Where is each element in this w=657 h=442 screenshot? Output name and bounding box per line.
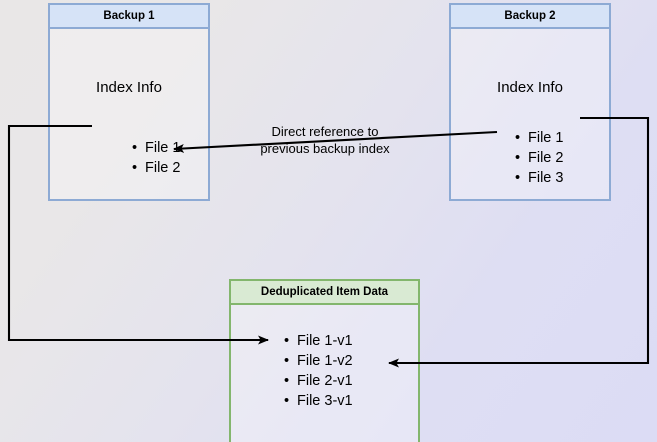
list-item: • File 2 xyxy=(132,158,181,178)
list-item: • File 3-v1 xyxy=(284,391,353,411)
node-backup-2-body: Index Info • File 1 • File 2 • File 3 xyxy=(451,29,609,199)
bullet-icon: • xyxy=(284,393,290,409)
node-backup-1[interactable]: Backup 1 Index Info • File 1 • File 2 xyxy=(48,3,210,201)
bullet-icon: • xyxy=(515,170,521,186)
bullet-icon: • xyxy=(132,140,138,156)
list-item-label: File 3 xyxy=(528,170,564,186)
bullet-icon: • xyxy=(515,130,521,146)
node-backup-2[interactable]: Backup 2 Index Info • File 1 • File 2 • Fil… xyxy=(449,3,611,201)
list-item: • File 3 xyxy=(515,168,564,188)
list-item: • File 2-v1 xyxy=(284,371,353,391)
direct-reference-caption: Direct reference to previous backup inde… xyxy=(260,124,390,156)
list-item: • File 1 xyxy=(132,138,181,158)
backup-2-file-list: • File 1 • File 2 • File 3 xyxy=(512,128,563,188)
bullet-icon: • xyxy=(515,150,521,166)
list-item-label: File 1 xyxy=(145,140,181,156)
backup-2-index-info-label: Index Info xyxy=(497,79,563,96)
list-item: • File 1-v2 xyxy=(284,351,353,371)
list-item: • File 1-v1 xyxy=(284,331,353,351)
list-item-label: File 1-v2 xyxy=(297,353,353,369)
list-item-label: File 2 xyxy=(145,160,181,176)
bullet-icon: • xyxy=(284,373,290,389)
list-item: • File 2 xyxy=(515,148,564,168)
bullet-icon: • xyxy=(284,333,290,349)
node-dedup-title: Deduplicated Item Data xyxy=(231,281,418,305)
node-backup-2-title: Backup 2 xyxy=(451,5,609,29)
node-backup-1-body: Index Info • File 1 • File 2 xyxy=(50,29,208,199)
bullet-icon: • xyxy=(132,160,138,176)
node-deduplicated-item-data[interactable]: Deduplicated Item Data • File 1-v1 • File … xyxy=(229,279,420,442)
node-dedup-body: • File 1-v1 • File 1-v2 • File 2-v1 • File 3… xyxy=(231,305,418,442)
bullet-icon: • xyxy=(284,353,290,369)
backup-1-file-list: • File 1 • File 2 xyxy=(129,138,180,178)
node-backup-1-title: Backup 1 xyxy=(50,5,208,29)
dedup-file-list: • File 1-v1 • File 1-v2 • File 2-v1 • File 3… xyxy=(281,331,353,411)
list-item: • File 1 xyxy=(515,128,564,148)
backup-1-index-info-label: Index Info xyxy=(96,79,162,96)
list-item-label: File 2-v1 xyxy=(297,373,353,389)
list-item-label: File 1-v1 xyxy=(297,333,353,349)
list-item-label: File 2 xyxy=(528,150,564,166)
list-item-label: File 1 xyxy=(528,130,564,146)
list-item-label: File 3-v1 xyxy=(297,393,353,409)
